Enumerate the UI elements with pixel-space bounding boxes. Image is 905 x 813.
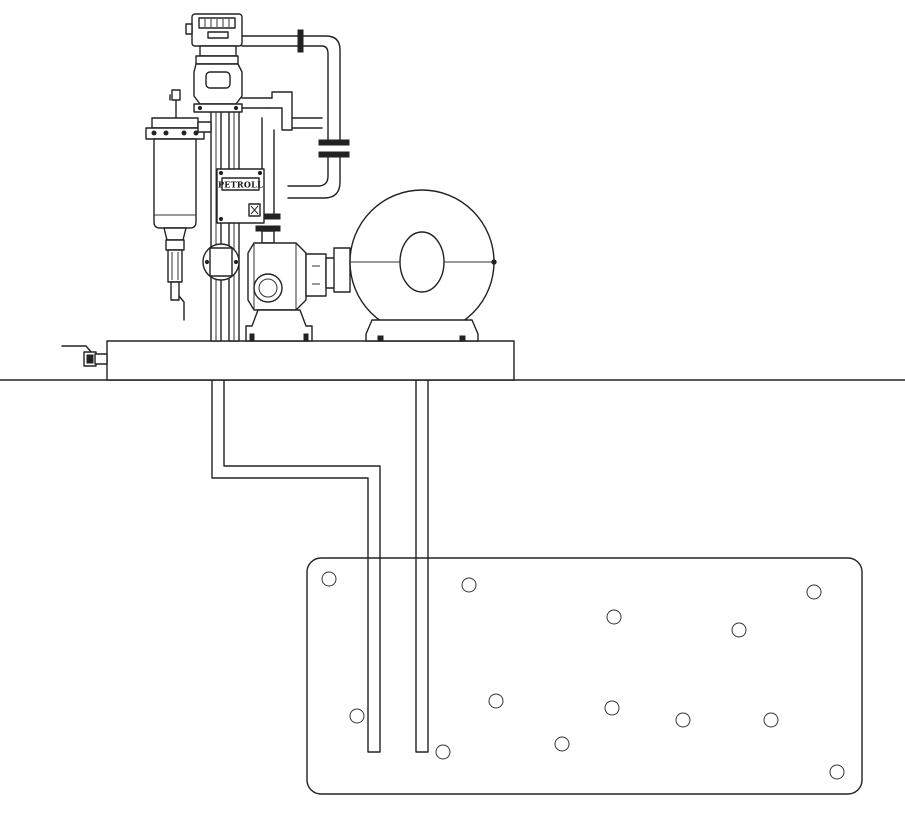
bolt [151, 130, 157, 136]
pipe-segment [241, 35, 299, 47]
meter-window [205, 71, 231, 89]
pipe-flange [255, 225, 281, 232]
pump-coupling [305, 253, 327, 297]
tank-liquid-bubbles [321, 571, 845, 780]
pump-cover-inner [258, 278, 278, 298]
discharge-piping [241, 29, 350, 232]
pump-coupling-bolt [312, 265, 320, 285]
filter-bowl [153, 138, 197, 229]
post-flange-inner [209, 247, 233, 277]
bolt [233, 259, 239, 265]
pipe-flange [297, 29, 304, 53]
drain-cock-handle [178, 295, 185, 321]
bolt [218, 216, 224, 222]
bubble [554, 736, 570, 752]
bubble [806, 584, 822, 600]
pump-foot [245, 309, 313, 342]
motor-mount [365, 319, 479, 342]
bolt [257, 170, 263, 176]
control-box-label-plate [221, 177, 260, 191]
meter-collar [199, 45, 237, 57]
bubble [604, 700, 620, 716]
sight-glass [167, 249, 183, 283]
suction-pipe [211, 380, 381, 753]
switch-indicator [250, 205, 259, 215]
pump-foot-bolt [303, 333, 309, 341]
bubble [731, 622, 747, 638]
pipe-segment [287, 156, 341, 199]
control-box-label: PETROLL [218, 180, 263, 190]
motor-lug [491, 259, 497, 265]
bolt [233, 105, 239, 111]
meter-flange-top [195, 55, 239, 65]
flow-meter [185, 13, 243, 113]
motor-foot-bolt [377, 335, 384, 342]
pump-foot-bolt [249, 333, 255, 341]
valve-fitting [94, 353, 108, 365]
bolt [181, 130, 187, 136]
bubble [829, 764, 845, 780]
filter-vent-cap [171, 89, 181, 101]
meter-reset-knob [185, 23, 193, 35]
bolt [197, 105, 203, 111]
bubble [435, 744, 451, 760]
pipe-flange [318, 139, 350, 146]
bubble [488, 693, 504, 709]
bubble [675, 712, 691, 728]
bolt [163, 130, 169, 136]
pipe-segment [291, 117, 323, 129]
motor-shaft-end [399, 231, 445, 293]
pump-inlet-neck [261, 230, 275, 244]
pump-cover [253, 273, 283, 303]
bubble [606, 609, 622, 625]
filter-head-link [197, 121, 212, 133]
pump-outlet-flange [333, 247, 351, 293]
bubble [349, 708, 365, 724]
filter-flange-bolts [151, 130, 199, 136]
motor-foot-bolt [459, 335, 466, 342]
base-skid [106, 340, 515, 381]
valve-handle [61, 345, 93, 354]
bubble [321, 571, 337, 587]
bubble [763, 712, 779, 728]
pipe-segment [302, 35, 341, 141]
underground-tank [306, 557, 863, 795]
drain-cock [170, 281, 180, 301]
filter-drain-nut [165, 239, 185, 251]
pipe-flange [318, 151, 350, 158]
drain-valve[interactable] [61, 345, 108, 367]
bolt [218, 170, 224, 176]
pipe-segment [267, 91, 293, 131]
fuel-filter [145, 89, 212, 321]
bolt [204, 259, 210, 265]
meter-reset-bar [207, 31, 229, 39]
control-box: PETROLL [216, 168, 265, 224]
electric-motor [349, 189, 497, 342]
valve-nut [86, 354, 94, 364]
pipe-segment [241, 97, 273, 109]
pump [245, 230, 351, 342]
bolt [193, 130, 199, 136]
filter-neck [163, 227, 187, 241]
filter-head [151, 117, 199, 129]
bubble [461, 577, 477, 593]
return-pipe [415, 380, 429, 753]
